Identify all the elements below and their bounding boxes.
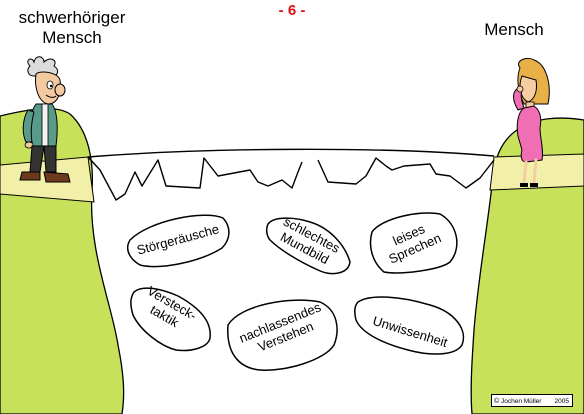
left-cliff	[0, 108, 125, 414]
broken-bridge	[87, 148, 495, 201]
stone-nachlassendes-verstehen: nachlassendesVerstehen	[227, 299, 338, 371]
page-number: - 6 -	[278, 2, 306, 19]
right-person-label: Mensch	[484, 20, 544, 39]
hard-of-hearing-man-figure	[19, 56, 71, 183]
woman-figure	[513, 57, 550, 187]
left-person-label: schwerhöriger Mensch	[8, 8, 136, 48]
right-path	[489, 153, 584, 191]
stone-schlechtes-mundbild: schlechtesMundbild	[265, 214, 351, 275]
stone-leises-sprechen: leisesSprechen	[369, 212, 458, 274]
stone-unwissenheit: Unwissenheit	[353, 296, 465, 355]
stone-versteck-taktik: Versteck-taktik	[130, 283, 211, 352]
left-person-label-line2: Mensch	[42, 28, 102, 47]
left-person-label-line1: schwerhöriger	[18, 8, 126, 27]
credit-year: 2005	[554, 398, 569, 405]
stone-stoergeraeusche: Störgeräusche	[127, 214, 230, 268]
copyright-credit: © Jochen Müller 2005	[491, 394, 573, 407]
credit-author: Jochen Müller	[500, 398, 542, 405]
copyright-symbol: ©	[494, 398, 500, 405]
